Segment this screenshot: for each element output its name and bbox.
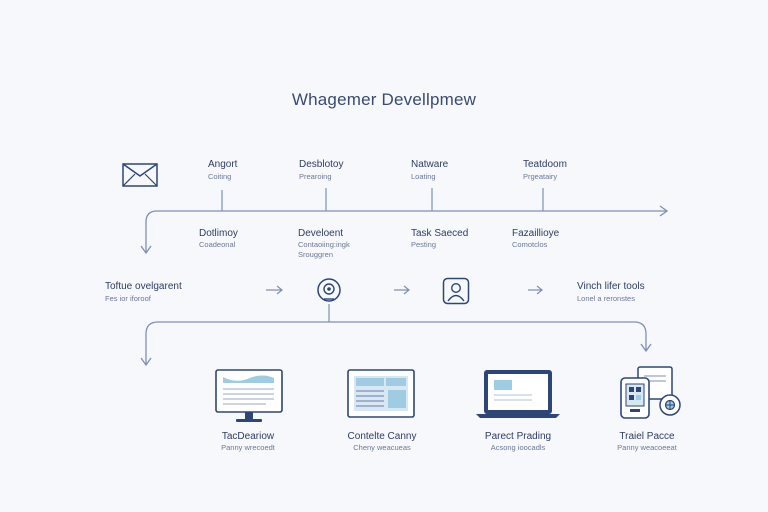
top-node-2-label: Desblotoy <box>299 159 344 170</box>
left-node-label: Toftue ovelgarent <box>105 281 182 292</box>
bottom-node-1-label: TacDeariow <box>221 431 275 442</box>
bottom-node-1-sub: Panny wrecoedt <box>221 443 275 452</box>
second-node-2-sub2: Srouggren <box>298 250 334 259</box>
second-node-1-label: Dotlimoy <box>199 228 238 239</box>
right-node-label: Vinch lifer tools <box>577 281 645 292</box>
top-node-1-sub: Coiting <box>208 172 232 181</box>
second-node-1-sub: Coadeonal <box>199 240 236 249</box>
bottom-node-4-label: Traiel Pacce <box>619 431 675 442</box>
top-node-1-label: Angort <box>208 159 238 170</box>
second-node-4-sub: Comotclos <box>512 240 548 249</box>
top-node-2-sub: Prearoing <box>299 172 332 181</box>
bottom-node-4-sub: Panny weacoeeat <box>617 443 677 452</box>
top-flow-arrowhead-down <box>140 245 152 255</box>
second-node-3-label: Task Saeced <box>411 228 469 239</box>
top-node-3-sub: Loating <box>411 172 436 181</box>
second-node-4-label: Fazaillioye <box>512 228 560 239</box>
top-node-3-label: Natware <box>411 159 449 170</box>
second-node-2-sub1: Contaoiing:ingk <box>298 240 350 249</box>
second-node-3-sub: Pesting <box>411 240 437 249</box>
laptop-icon <box>476 370 560 418</box>
left-node-sub: Fes ior iforoof <box>105 294 151 303</box>
devices-icon <box>620 366 681 419</box>
top-flow-line <box>145 210 666 252</box>
second-node-2-label: Develoent <box>298 228 344 239</box>
bottom-node-2-label: Contelte Canny <box>347 431 417 442</box>
bottom-flow-line <box>145 321 647 364</box>
top-node-4-sub: Prgeatairy <box>523 172 558 181</box>
top-node-4-label: Teatdoom <box>523 159 567 170</box>
dashboard-window-icon <box>347 369 415 418</box>
monitor-icon <box>215 369 283 422</box>
top-flow-arrowhead-right <box>659 205 669 217</box>
mid-arrow-2 <box>394 285 410 295</box>
bottom-node-3-sub: Acsong ioocadls <box>490 443 546 452</box>
bottom-right-arrowhead <box>640 343 652 353</box>
envelope-icon <box>122 163 158 187</box>
mid-arrow-3 <box>528 285 543 295</box>
right-node-sub: Lonel a reronstes <box>577 294 635 303</box>
user-icon <box>442 277 470 305</box>
webcam-icon <box>317 278 341 302</box>
bottom-node-3-label: Parect Prading <box>484 431 552 442</box>
mid-arrow-1 <box>266 285 283 295</box>
bottom-node-2-sub: Cheny weacueas <box>353 443 411 452</box>
bottom-left-arrowhead <box>140 357 152 367</box>
diagram-title: Whagemer Devellpmew <box>291 90 477 109</box>
